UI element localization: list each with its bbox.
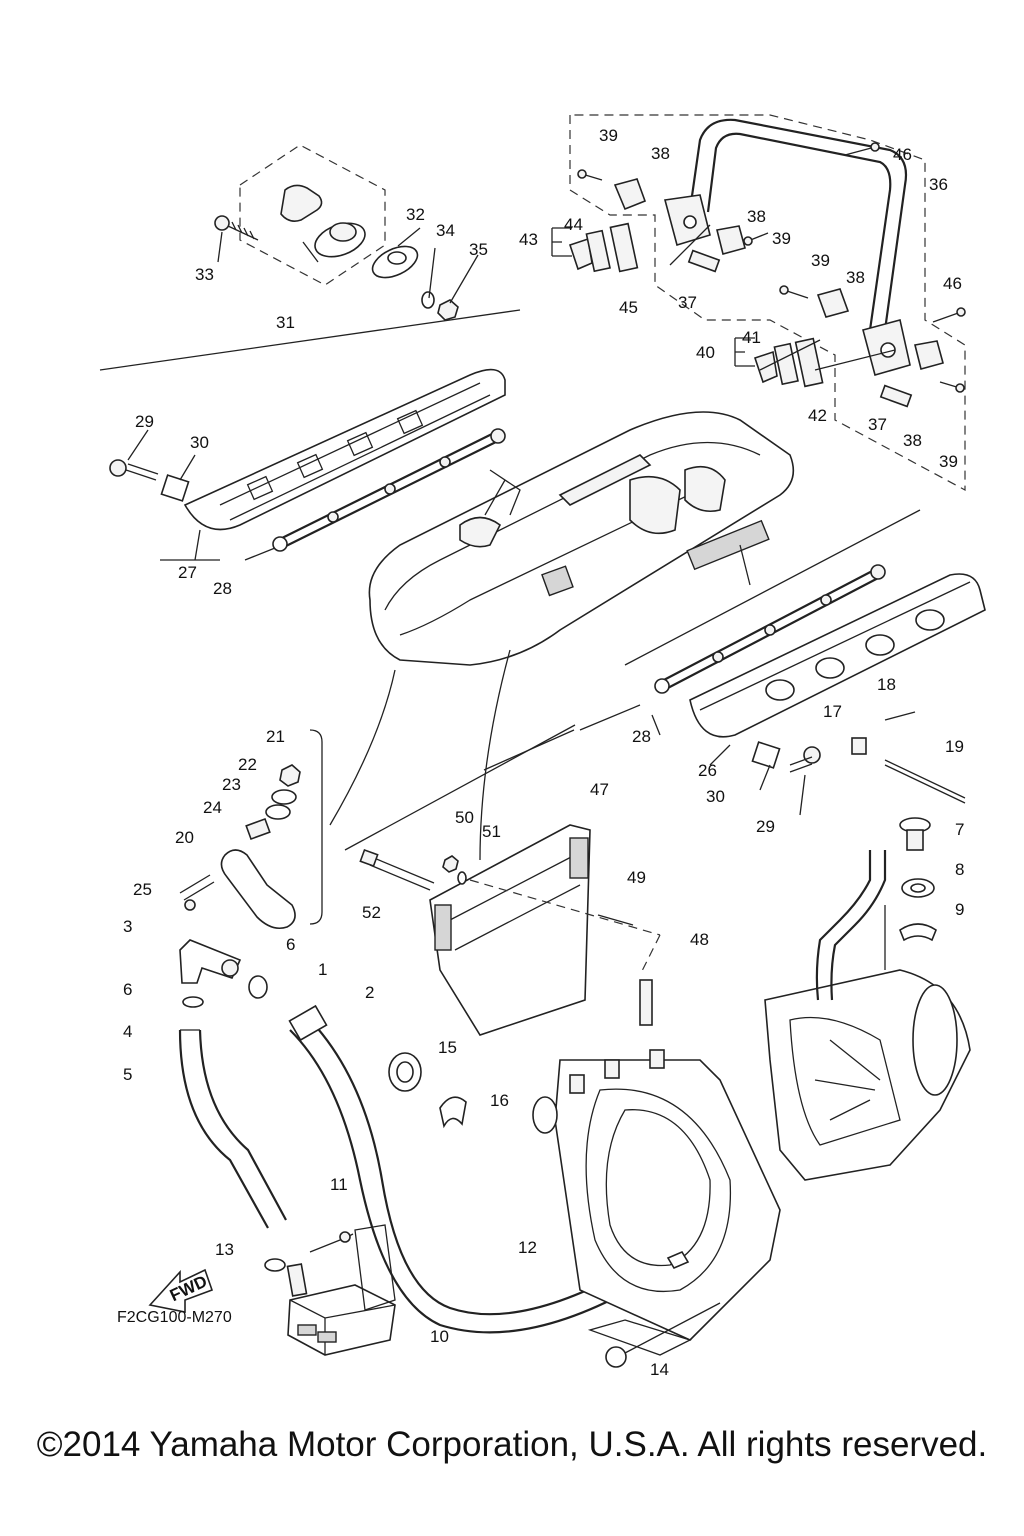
tray-group (344, 724, 661, 1036)
callout-label: 40 (696, 343, 715, 362)
callout-label: 52 (362, 903, 381, 922)
callout-label: 8 (955, 860, 964, 879)
callout-label: 36 (929, 175, 948, 194)
callout-label: 38 (747, 207, 766, 226)
callout-label: 22 (238, 755, 257, 774)
diagram-code: F2CG100-M270 (117, 1309, 232, 1326)
fwd-arrow-icon (148, 1268, 214, 1313)
jet-pump-group (388, 817, 971, 1368)
callout-label: 14 (650, 1360, 669, 1379)
callout-label: 39 (811, 251, 830, 270)
callout-label: 47 (590, 780, 609, 799)
callout-label: 29 (135, 412, 154, 431)
callout-label: 39 (939, 452, 958, 471)
callout-label: 41 (742, 328, 761, 347)
callout-label: 16 (490, 1091, 509, 1110)
callout-label: 1 (318, 960, 327, 979)
callout-label: 28 (213, 579, 232, 598)
callout-label: 6 (286, 935, 295, 954)
callout-label: 37 (868, 415, 887, 434)
callout-label: 51 (482, 822, 501, 841)
callout-label: 6 (123, 980, 132, 999)
callout-label: 11 (330, 1175, 348, 1194)
callout-label: 12 (518, 1238, 537, 1257)
callout-label: 25 (133, 880, 152, 899)
callout-label: 29 (756, 817, 775, 836)
callout-label: 13 (215, 1240, 234, 1259)
callout-label: 44 (564, 215, 583, 234)
callout-label: 39 (599, 126, 618, 145)
left-rail-group (99, 309, 521, 561)
callout-label: 15 (438, 1038, 457, 1057)
callout-label: 46 (893, 145, 912, 164)
parts-diagram: 1 2 3 4 5 6 6 7 8 9 10 11 12 13 14 15 16… (99, 114, 986, 1379)
callout-label: 31 (276, 313, 295, 332)
callout-label: 26 (698, 761, 717, 780)
callout-label: 34 (436, 221, 455, 240)
callout-label: 27 (178, 563, 197, 582)
callout-label: 32 (406, 205, 425, 224)
callout-labels: 1 2 3 4 5 6 6 7 8 9 10 11 12 13 14 15 16… (123, 126, 964, 1379)
intake-bracket-group (179, 729, 323, 930)
fwd-label: FWD (167, 1272, 210, 1306)
callout-label: 38 (846, 268, 865, 287)
callout-label: 18 (877, 675, 896, 694)
callout-label: 37 (678, 293, 697, 312)
callout-label: 45 (619, 298, 638, 317)
callout-label: 42 (808, 406, 827, 425)
callout-label: 10 (430, 1327, 449, 1346)
control-box-group (148, 1224, 396, 1356)
copyright-notice: ©2014 Yamaha Motor Corporation, U.S.A. A… (36, 1425, 988, 1464)
callout-label: 4 (123, 1022, 132, 1041)
hose-group (178, 939, 631, 1334)
callout-label: 48 (690, 930, 709, 949)
callout-label: 38 (903, 431, 922, 450)
callout-label: 17 (823, 702, 842, 721)
callout-label: 7 (955, 820, 964, 839)
hull (329, 411, 795, 861)
drain-plug-group (214, 144, 479, 321)
callout-label: 30 (706, 787, 725, 806)
callout-label: 30 (190, 433, 209, 452)
callout-label: 19 (945, 737, 964, 756)
tow-bar-group (551, 114, 966, 492)
callout-label: 38 (651, 144, 670, 163)
callout-label: 2 (365, 983, 374, 1002)
callout-label: 21 (266, 727, 285, 746)
callout-label: 39 (772, 229, 791, 248)
callout-label: 35 (469, 240, 488, 259)
callout-label: 43 (519, 230, 538, 249)
callout-label: 3 (123, 917, 132, 936)
callout-label: 50 (455, 808, 474, 827)
callout-label: 46 (943, 274, 962, 293)
callout-label: 23 (222, 775, 241, 794)
callout-label: 49 (627, 868, 646, 887)
callout-label: 24 (203, 798, 222, 817)
callout-label: 5 (123, 1065, 132, 1084)
callout-label: 9 (955, 900, 964, 919)
callout-label: 33 (195, 265, 214, 284)
callout-label: 20 (175, 828, 194, 847)
right-rail-group (483, 509, 986, 816)
callout-label: 28 (632, 727, 651, 746)
